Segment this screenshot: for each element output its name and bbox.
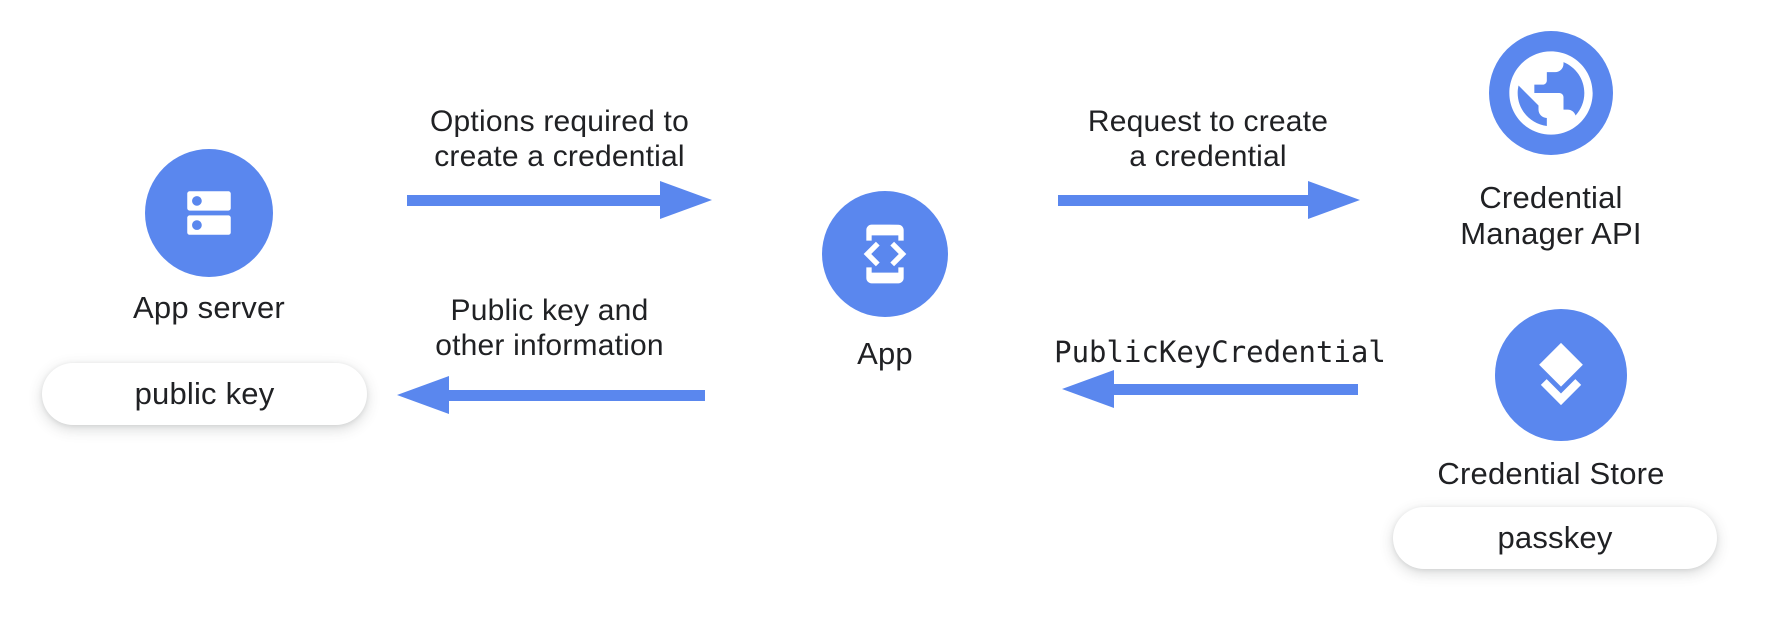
app-server-node bbox=[145, 149, 273, 277]
credential-manager-node bbox=[1489, 31, 1613, 155]
phone-code-icon bbox=[853, 222, 917, 286]
layers-icon bbox=[1520, 334, 1602, 416]
request-caption: Request to create a credential bbox=[1057, 104, 1359, 174]
globe-icon bbox=[1501, 43, 1601, 143]
request-caption-line1: Request to create bbox=[1087, 105, 1329, 138]
passkey-badge-label: passkey bbox=[1497, 520, 1613, 555]
app-server-label: App server bbox=[133, 290, 285, 325]
public-key-badge: public key bbox=[42, 363, 367, 425]
request-caption-line2: a credential bbox=[1129, 140, 1287, 173]
public-key-info-caption: Public key and other information bbox=[397, 293, 702, 363]
server-icon bbox=[180, 184, 238, 242]
options-caption: Options required to create a credential bbox=[407, 104, 712, 174]
public-key-info-caption-line2: other information bbox=[435, 329, 664, 362]
options-caption-line2: create a credential bbox=[434, 140, 685, 173]
credential-store-label: Credential Store bbox=[1437, 456, 1665, 491]
public-key-info-arrow-left bbox=[397, 375, 705, 415]
credential-manager-label-line2: Manager API bbox=[1460, 216, 1642, 251]
options-arrow-right bbox=[407, 180, 712, 220]
passkey-badge: passkey bbox=[1393, 507, 1717, 569]
public-key-info-caption-line1: Public key and bbox=[450, 294, 649, 327]
app-label: App bbox=[857, 336, 913, 371]
publickeycredential-caption: PublicKeyCredential bbox=[1054, 335, 1386, 369]
publickeycredential-arrow-left bbox=[1062, 369, 1358, 409]
request-arrow-right bbox=[1058, 180, 1360, 220]
credential-manager-label-line1: Credential bbox=[1479, 180, 1623, 215]
options-caption-line1: Options required to bbox=[430, 105, 689, 138]
credential-manager-label: Credential Manager API bbox=[1401, 180, 1701, 252]
public-key-badge-label: public key bbox=[134, 376, 275, 411]
app-node bbox=[822, 191, 948, 317]
credential-store-node bbox=[1495, 309, 1627, 441]
